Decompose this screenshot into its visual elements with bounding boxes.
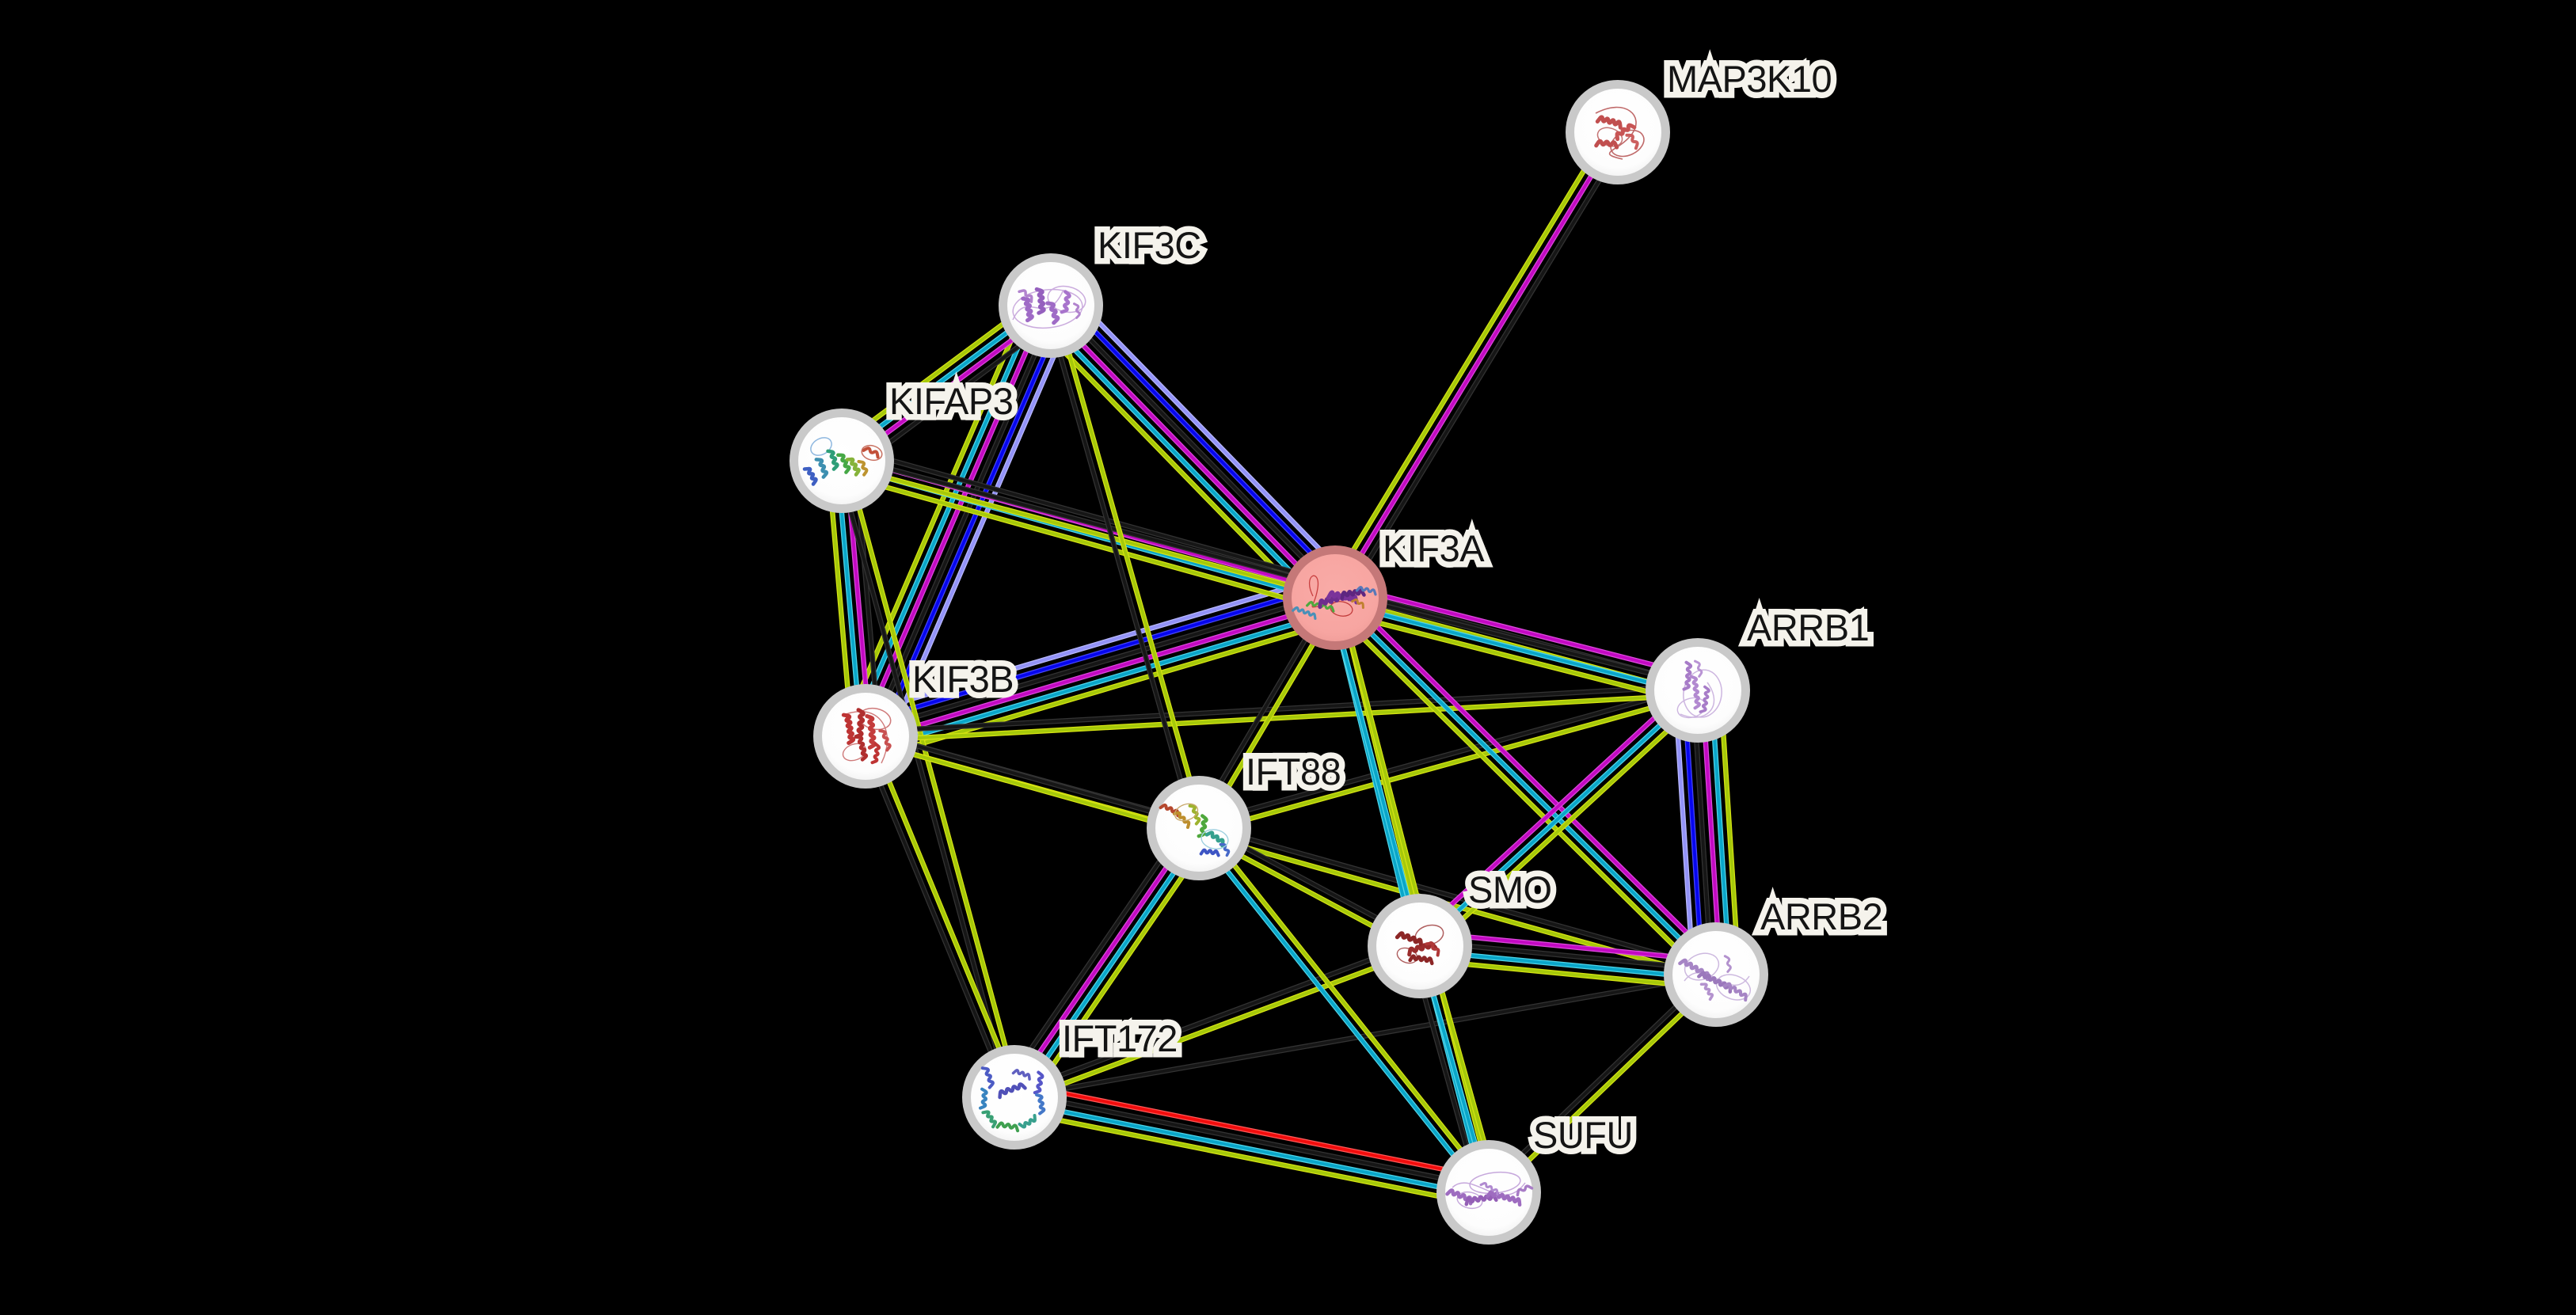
svg-text:ARRB1: ARRB1 [1747,606,1869,648]
svg-text:SMO: SMO [1468,868,1552,910]
svg-text:KIF3A: KIF3A [1383,527,1485,569]
svg-text:ARRB2: ARRB2 [1760,895,1882,937]
svg-text:KIF3B: KIF3B [912,658,1014,700]
svg-text:IFT172: IFT172 [1062,1017,1178,1059]
svg-text:MAP3K10: MAP3K10 [1667,58,1832,100]
svg-text:KIFAP3: KIFAP3 [889,380,1013,422]
svg-text:KIF3C: KIF3C [1098,224,1201,266]
svg-text:IFT88: IFT88 [1246,751,1341,792]
svg-text:SUFU: SUFU [1533,1114,1633,1156]
